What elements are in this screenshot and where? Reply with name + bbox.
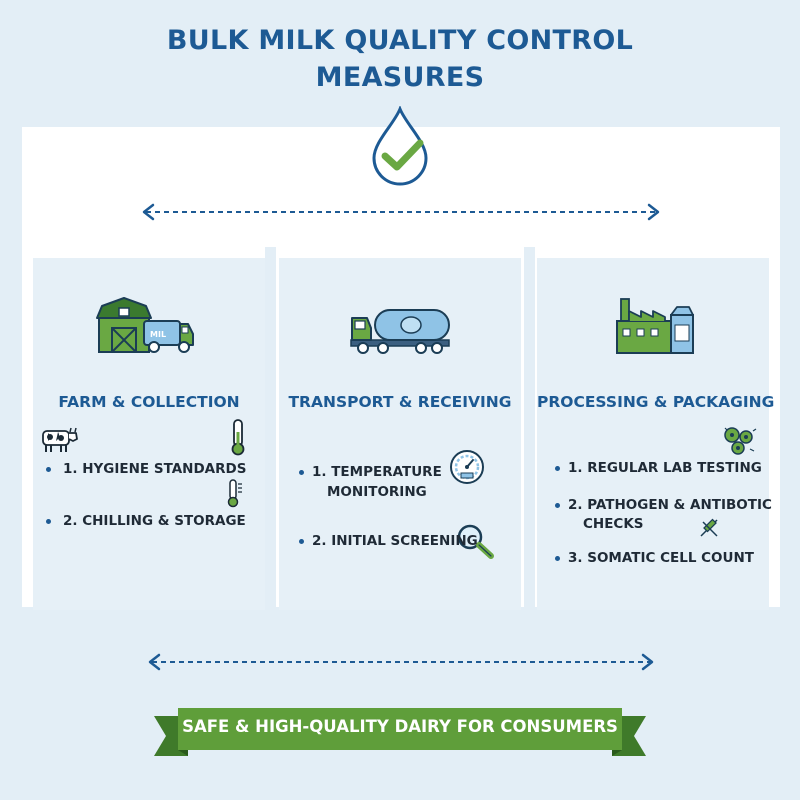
bullet bbox=[299, 470, 304, 475]
farm-item-2: 2. CHILLING & STORAGE bbox=[63, 513, 246, 529]
bullet bbox=[555, 556, 560, 561]
stage-heading-farm: FARM & COLLECTION bbox=[58, 393, 240, 411]
top-double-arrow bbox=[142, 203, 660, 221]
transport-item-1: 1. TEMPERATURE bbox=[312, 464, 442, 480]
title-line-1: BULK MILK QUALITY CONTROL bbox=[166, 25, 634, 56]
bullet bbox=[46, 519, 51, 524]
processing-item-3: 3. SOMATIC CELL COUNT bbox=[568, 550, 754, 566]
syringe-icon bbox=[700, 518, 718, 537]
ribbon-banner bbox=[154, 708, 646, 756]
gauge-icon bbox=[450, 450, 484, 484]
small-thermometer-icon bbox=[227, 479, 242, 508]
truck-label: MIL bbox=[150, 330, 166, 339]
bullet bbox=[555, 503, 560, 508]
processing-item-2-cont: CHECKS bbox=[583, 516, 644, 532]
page-title: BULK MILK QUALITY CONTROL MEASURES bbox=[0, 22, 800, 96]
stage-heading-processing: PROCESSING & PACKAGING bbox=[537, 393, 775, 411]
magnifier-icon bbox=[457, 524, 494, 559]
bullet bbox=[46, 467, 51, 472]
processing-item-1: 1. REGULAR LAB TESTING bbox=[568, 460, 762, 476]
title-line-2: MEASURES bbox=[315, 62, 485, 93]
bullet bbox=[299, 539, 304, 544]
farm-item-1: 1. HYGIENE STANDARDS bbox=[63, 461, 247, 477]
barn-and-milk-truck-icon: MIL bbox=[96, 297, 194, 353]
bottom-double-arrow bbox=[148, 653, 654, 671]
transport-item-1-cont: MONITORING bbox=[327, 484, 427, 500]
stage-heading-transport: TRANSPORT & RECEIVING bbox=[288, 393, 512, 411]
bullet bbox=[555, 466, 560, 471]
factory-and-carton-icon bbox=[616, 298, 694, 354]
cow-icon bbox=[42, 427, 78, 452]
processing-item-2: 2. PATHOGEN & ANTIBOTIC bbox=[568, 497, 772, 513]
cells-icon bbox=[724, 427, 757, 455]
tanker-truck-icon bbox=[350, 309, 450, 354]
banner-text: SAFE & HIGH-QUALITY DAIRY FOR CONSUMERS bbox=[182, 717, 618, 736]
thermometer-icon bbox=[231, 419, 245, 456]
milk-drop-check-icon bbox=[372, 106, 428, 186]
transport-item-2: 2. INITIAL SCREENING bbox=[312, 533, 478, 549]
